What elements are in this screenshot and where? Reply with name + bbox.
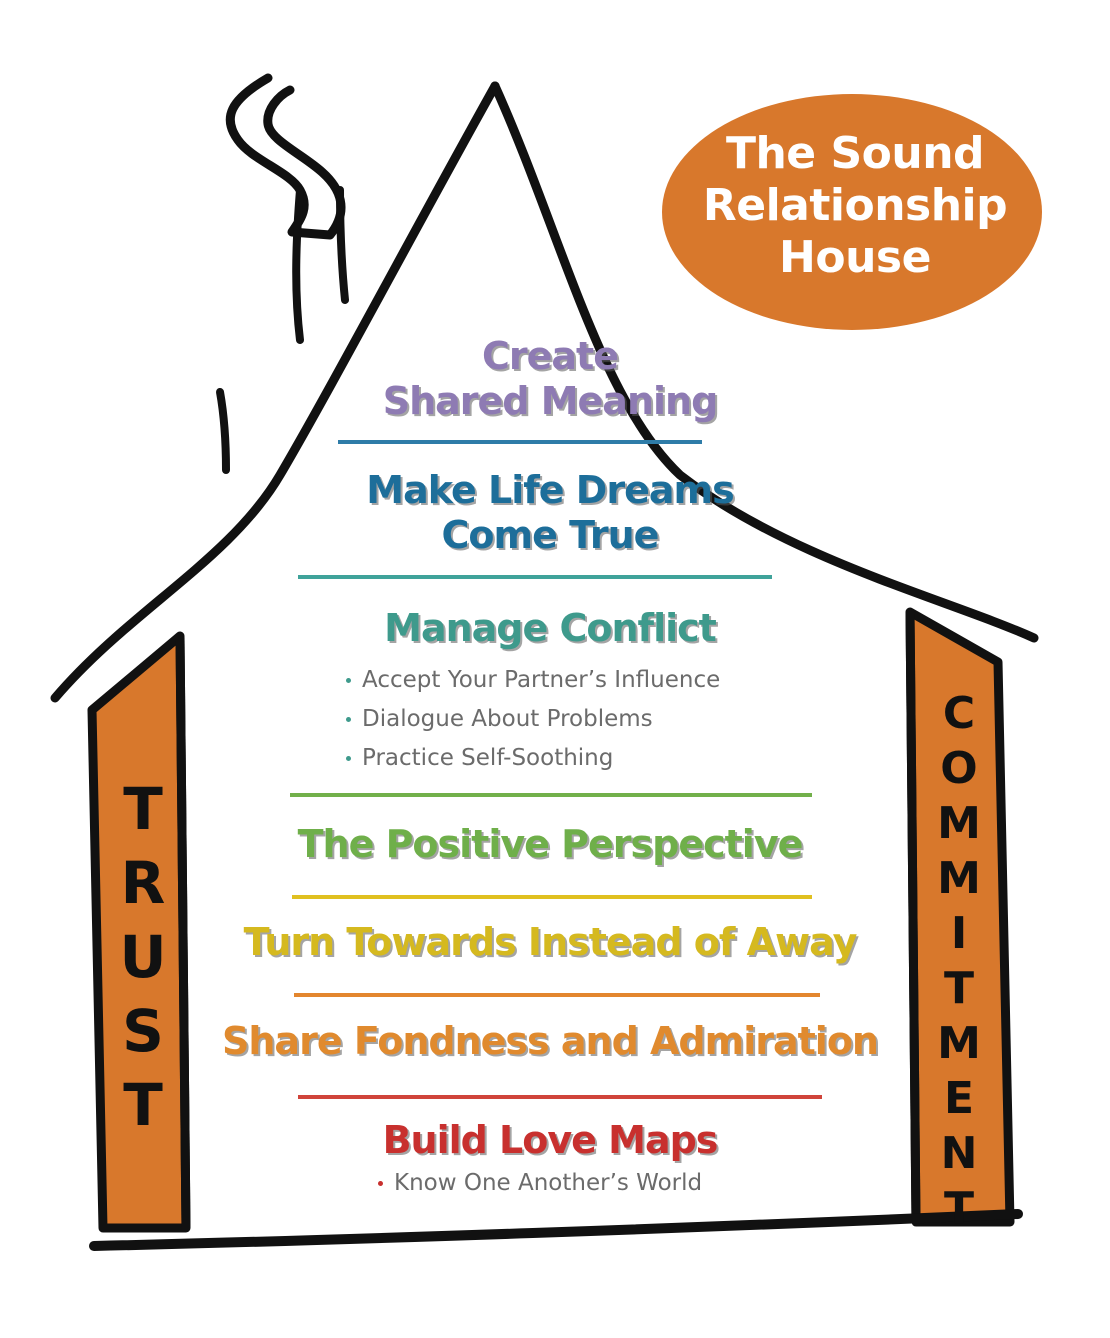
roof-left	[50, 81, 500, 703]
trust-letter: S	[122, 997, 164, 1065]
chimney-base	[216, 388, 230, 474]
level-positive-perspective: The Positive Perspective	[195, 822, 905, 867]
level-create-shared-meaning: Create Shared Meaning	[195, 334, 905, 424]
title-badge-oval	[662, 94, 1042, 330]
level-title-line: Create	[482, 334, 619, 378]
commitment-letter: C	[942, 688, 976, 739]
commitment-letter: I	[950, 908, 968, 959]
trust-label: T R U S T	[100, 772, 186, 1142]
house-floor	[89, 1209, 1023, 1251]
title-line-1: The Sound	[725, 128, 985, 179]
chimney-stack	[292, 186, 304, 344]
level-title-line: Make Life Dreams	[366, 468, 734, 512]
level-make-life-dreams-come-true: Make Life Dreams Come True	[195, 468, 905, 558]
list-item: Know One Another’s World	[378, 1164, 702, 1203]
level-title-line: Shared Meaning	[382, 379, 719, 423]
chimney	[225, 73, 346, 240]
title-line-3: House	[779, 232, 931, 283]
subitem-text: Dialogue About Problems	[362, 706, 653, 732]
roof-right	[490, 81, 1039, 643]
commitment-letter: M	[937, 1018, 981, 1069]
bullet-icon	[346, 678, 351, 683]
commitment-letter: N	[940, 1128, 978, 1179]
right-wall	[905, 611, 921, 1223]
commitment-letter: T	[943, 1183, 974, 1234]
trust-letter: T	[123, 1071, 163, 1139]
list-item: Accept Your Partner’s Influence	[346, 661, 720, 700]
title-line-2: Relationship	[702, 180, 1008, 231]
build-love-maps-subitems: Know One Another’s World	[378, 1164, 702, 1203]
title-badge: The Sound Relationship House	[662, 128, 1048, 284]
subitem-text: Know One Another’s World	[394, 1170, 703, 1196]
level-title-line: The Positive Perspective	[297, 822, 804, 866]
trust-letter: T	[123, 775, 163, 843]
trust-letter: U	[119, 923, 167, 991]
commitment-letter: M	[937, 853, 981, 904]
level-title-line: Manage Conflict	[384, 606, 717, 650]
level-title-line: Turn Towards Instead of Away	[243, 920, 858, 964]
bullet-icon	[378, 1181, 383, 1186]
level-manage-conflict: Manage Conflict	[195, 606, 905, 651]
level-title-line: Come True	[441, 513, 660, 557]
commitment-letter: E	[943, 1073, 975, 1124]
left-wall	[175, 635, 191, 1229]
manage-conflict-subitems: Accept Your Partner’s Influence Dialogue…	[346, 661, 720, 778]
list-item: Practice Self-Soothing	[346, 739, 720, 778]
level-share-fondness: Share Fondness and Admiration	[195, 1019, 905, 1064]
subitem-text: Accept Your Partner’s Influence	[362, 667, 721, 693]
bullet-icon	[346, 756, 351, 761]
level-title-line: Build Love Maps	[382, 1118, 719, 1162]
subitem-text: Practice Self-Soothing	[362, 745, 614, 771]
trust-letter: R	[120, 849, 166, 917]
commitment-label: C O M M I T M E N T	[920, 686, 998, 1236]
commitment-letter: T	[943, 963, 974, 1014]
level-title-line: Share Fondness and Admiration	[222, 1019, 879, 1063]
level-turn-towards: Turn Towards Instead of Away	[195, 920, 905, 965]
chimney-stack-right	[336, 186, 349, 304]
bullet-icon	[346, 717, 351, 722]
list-item: Dialogue About Problems	[346, 700, 720, 739]
level-build-love-maps: Build Love Maps	[195, 1118, 905, 1163]
commitment-letter: O	[940, 743, 978, 794]
commitment-letter: M	[937, 798, 981, 849]
